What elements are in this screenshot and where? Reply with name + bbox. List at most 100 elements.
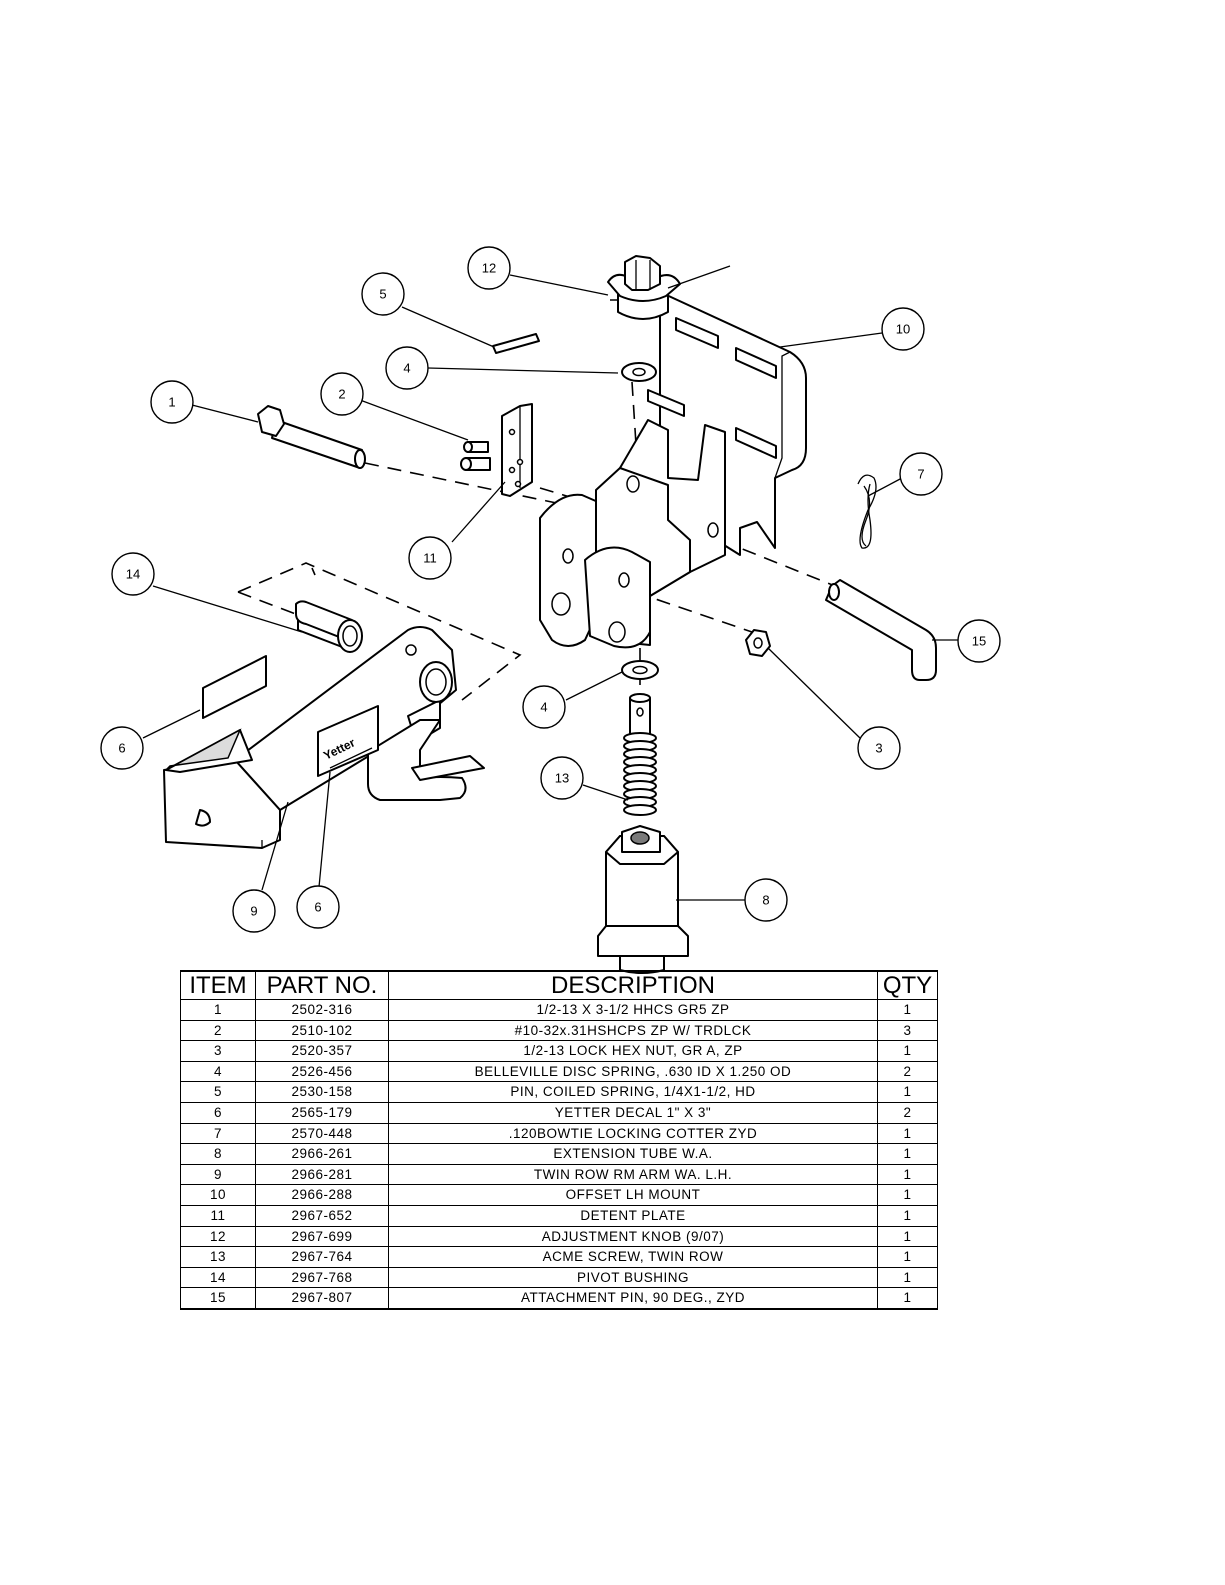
cell-qty: 3 [877,1019,938,1041]
cell-part-no: 2570-448 [255,1122,389,1144]
cell-qty: 1 [877,1204,938,1227]
svg-text:6: 6 [314,900,321,915]
leader-lines [142,265,958,901]
svg-text:3: 3 [875,741,882,756]
coiled-spring-pin [492,333,540,354]
svg-text:14: 14 [126,567,140,582]
cell-description: PIN, COILED SPRING, 1/4X1-1/2, HD [388,1081,878,1103]
cell-description: .120BOWTIE LOCKING COTTER ZYD [388,1122,878,1144]
svg-text:13: 13 [555,771,569,786]
cell-qty: 1 [877,1163,938,1185]
cell-item: 6 [180,1101,256,1124]
svg-text:7: 7 [917,467,924,482]
cell-description: 1/2-13 LOCK HEX NUT, GR A, ZP [388,1040,878,1062]
header-qty: QTY [877,970,938,1000]
cell-part-no: 2565-179 [255,1101,389,1124]
header-description: DESCRIPTION [388,970,878,1000]
belleville-washer-lower [621,660,659,680]
callout-2: 2 [320,372,364,416]
cell-description: ATTACHMENT PIN, 90 DEG., ZYD [388,1287,878,1310]
cell-part-no: 2967-768 [255,1266,389,1288]
svg-text:4: 4 [403,361,410,376]
callout-9: 9 [232,889,276,933]
attachment-pin [825,579,937,681]
cell-item: 10 [180,1184,256,1206]
cell-part-no: 2502-316 [255,999,389,1021]
cell-description: 1/2-13 X 3-1/2 HHCS GR5 ZP [388,999,878,1021]
svg-text:10: 10 [896,322,910,337]
callout-4-lower: 4 [522,685,566,729]
svg-text:8: 8 [762,893,769,908]
cell-part-no: 2967-764 [255,1246,389,1268]
cell-description: TWIN ROW RM ARM WA. L.H. [388,1163,878,1185]
cell-item: 11 [180,1204,256,1227]
cell-item: 2 [180,1019,256,1041]
decal-loose [202,655,267,719]
cell-qty: 1 [877,1246,938,1268]
cell-qty: 2 [877,1060,938,1082]
bowtie-cotter [857,474,877,549]
cell-part-no: 2967-807 [255,1287,389,1310]
twin-row-arm [163,626,485,849]
bom-header-row: ITEM PART NO. DESCRIPTION QTY [180,970,938,1000]
socket-head-screws [460,441,491,471]
cell-description: ADJUSTMENT KNOB (9/07) [388,1225,878,1247]
cell-part-no: 2510-102 [255,1019,389,1041]
cell-description: ACME SCREW, TWIN ROW [388,1246,878,1268]
callout-5: 5 [361,272,405,316]
cell-qty: 1 [877,1266,938,1288]
svg-text:4: 4 [540,700,547,715]
cell-part-no: 2966-281 [255,1163,389,1185]
mount-clevis [539,419,726,649]
callout-3: 3 [857,726,901,770]
svg-text:5: 5 [379,287,386,302]
exploded-parts-diagram: Yetter [100,246,1001,974]
belleville-washer-upper [621,362,657,382]
cell-qty: 1 [877,1143,938,1165]
adjustment-knob [607,255,681,320]
cell-qty: 1 [877,1081,938,1103]
svg-text:12: 12 [482,261,496,276]
cell-part-no: 2966-261 [255,1143,389,1165]
cell-description: DETENT PLATE [388,1204,878,1227]
cell-part-no: 2526-456 [255,1060,389,1082]
lock-hex-nut [745,629,771,657]
cell-item: 8 [180,1143,256,1165]
acme-screw [623,693,657,816]
cell-item: 13 [180,1246,256,1268]
detent-plate [501,403,533,497]
extension-tube [597,825,689,974]
svg-text:9: 9 [250,904,257,919]
cell-part-no: 2967-652 [255,1204,389,1227]
decal-on-arm: Yetter [317,705,379,777]
cell-item: 9 [180,1163,256,1185]
cell-qty: 1 [877,1225,938,1247]
callout-6-left: 6 [100,726,144,770]
cell-qty: 1 [877,1287,938,1310]
cell-qty: 1 [877,1184,938,1206]
cell-description: OFFSET LH MOUNT [388,1184,878,1206]
cell-item: 3 [180,1040,256,1062]
callout-11: 11 [408,536,452,580]
cell-part-no: 2530-158 [255,1081,389,1103]
svg-text:15: 15 [972,634,986,649]
svg-text:1: 1 [168,395,175,410]
acme-screw-threads [623,732,657,816]
cell-description: EXTENSION TUBE W.A. [388,1143,878,1165]
hex-bolt [257,405,366,469]
callout-6-arm: 6 [296,885,340,929]
callout-1: 1 [150,380,194,424]
cell-description: #10-32x.31HSHCPS ZP W/ TRDLCK [388,1019,878,1041]
